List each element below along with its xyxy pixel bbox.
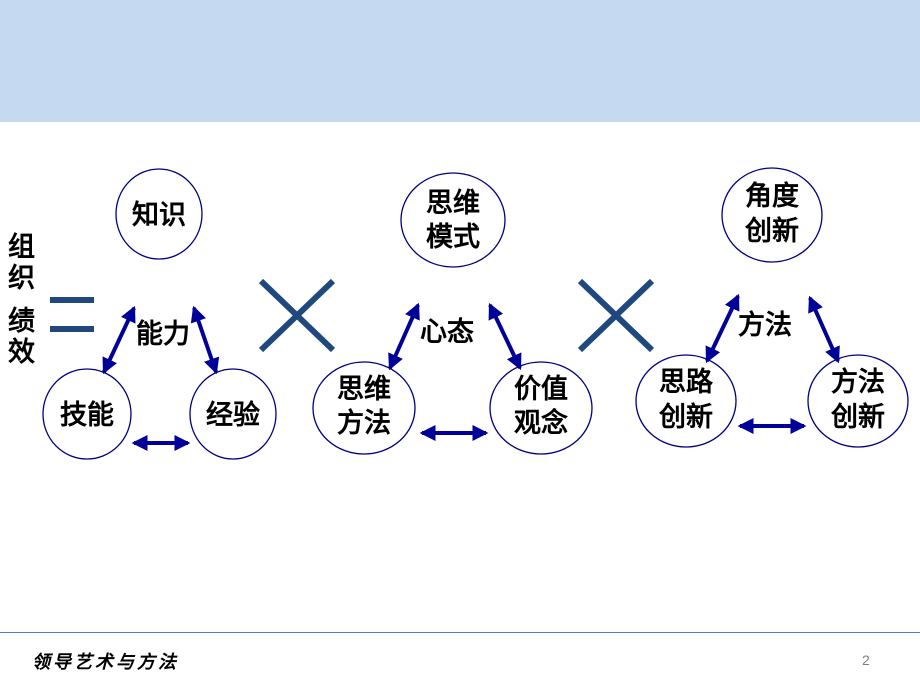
side-label-char: 绩 xyxy=(8,306,35,338)
footer-title: 领导艺术与方法 xyxy=(32,652,179,673)
double-arrow xyxy=(808,295,840,364)
skill-label: 技能 xyxy=(60,399,114,431)
side-label-char: 效 xyxy=(8,337,35,369)
double-arrow xyxy=(705,293,740,364)
method-innovation-line1: 方法 xyxy=(831,366,885,398)
mindset-group: 思维 模式 思维 方法 价值 观念 心态 xyxy=(312,172,593,455)
thinking-pattern-line2: 模式 xyxy=(426,222,480,253)
skill-circle xyxy=(42,368,132,460)
double-arrow xyxy=(388,302,420,371)
thinking-method-line1: 思维 xyxy=(337,374,391,405)
mindset-label: 心态 xyxy=(420,317,474,348)
idea-innovation-line1: 思路 xyxy=(659,366,714,398)
knowledge-label: 知识 xyxy=(132,200,186,231)
perspective-innovation-line1: 角度 xyxy=(745,180,799,212)
experience-circle xyxy=(189,368,277,460)
perspective-innovation-circle xyxy=(721,167,823,263)
method-group: 角度 创新 思路 创新 方法 创新 方法 xyxy=(635,167,909,448)
ability-group: 知识 技能 经验 能力 xyxy=(42,168,277,460)
ability-label: 能力 xyxy=(136,318,190,350)
thinking-pattern-circle xyxy=(400,172,506,268)
method-label: 方法 xyxy=(738,309,792,341)
thinking-pattern-line1: 思维 xyxy=(426,188,480,219)
footer-divider xyxy=(0,632,920,633)
idea-innovation-line2: 创新 xyxy=(658,401,713,433)
thinking-method-circle xyxy=(312,361,416,455)
multiply-sign xyxy=(577,278,655,353)
thinking-method-line2: 方法 xyxy=(337,407,391,439)
method-innovation-line2: 创新 xyxy=(830,401,885,433)
double-arrow xyxy=(190,305,220,375)
values-line2: 观念 xyxy=(514,407,568,439)
header-band xyxy=(0,0,920,122)
method-innovation-circle xyxy=(807,354,909,448)
multiply-sign xyxy=(258,278,336,353)
idea-innovation-circle xyxy=(635,354,737,448)
values-circle xyxy=(489,361,593,455)
double-arrow xyxy=(488,302,522,371)
side-label-char: 组 xyxy=(8,232,35,263)
organization-performance-label: 组 织 绩 效 xyxy=(8,232,48,368)
knowledge-circle xyxy=(115,168,203,260)
experience-label: 经验 xyxy=(206,399,260,431)
page-number: 2 xyxy=(862,652,870,668)
perspective-innovation-line2: 创新 xyxy=(744,215,799,247)
equals-sign xyxy=(50,297,94,332)
double-arrow xyxy=(102,305,136,375)
values-line1: 价值 xyxy=(514,374,568,405)
side-label-char: 织 xyxy=(8,263,35,295)
